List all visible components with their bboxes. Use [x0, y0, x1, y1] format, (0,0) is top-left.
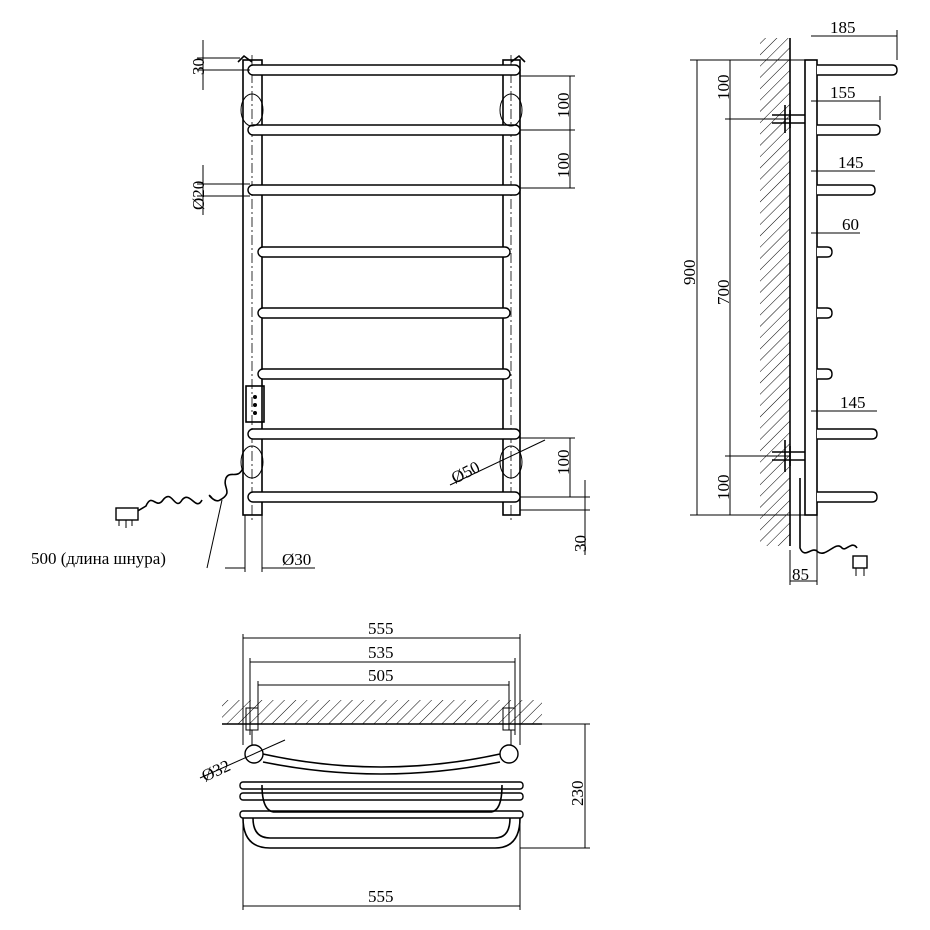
front-rungs: [247, 64, 521, 503]
power-cord: [135, 467, 244, 513]
wall-flange: [499, 445, 523, 479]
dim-width-bottom: 555: [368, 887, 394, 906]
left-post: [242, 59, 263, 516]
front-view: 30 100 100 Ø20 Ø50 100 30 Ø30 500 (длина…: [31, 40, 590, 572]
front-rung: [257, 246, 511, 258]
wall-flange: [499, 93, 523, 127]
wall-flange: [240, 445, 264, 479]
heater-control-box: [245, 385, 265, 423]
power-plug-icon: [852, 555, 868, 569]
mount-post: [499, 744, 519, 764]
side-rung: [817, 368, 833, 380]
dim-depth-top: 185: [830, 18, 856, 37]
wall-mount: [772, 105, 805, 133]
dim-mount-diameter: Ø32: [199, 756, 234, 786]
side-post: [804, 59, 818, 516]
dim-rung-diameter: Ø20: [189, 181, 208, 210]
dim-width-mount: 505: [368, 666, 394, 685]
dim-depth-2: 155: [830, 83, 856, 102]
side-rung: [817, 428, 878, 440]
dim-mount-spacing: 700: [714, 280, 733, 306]
dim-width-mid: 535: [368, 643, 394, 662]
front-rung: [247, 124, 521, 136]
dim-wall-offset: 85: [792, 565, 809, 584]
dim-depth: 230: [568, 781, 587, 807]
side-rung: [817, 184, 876, 196]
dim-top-offset: 30: [189, 58, 208, 75]
dim-post-diameter: Ø30: [282, 550, 311, 569]
wall-mount: [772, 440, 805, 472]
power-cord: [799, 478, 858, 555]
side-rung: [817, 124, 881, 136]
front-rung: [257, 368, 511, 380]
power-plug-icon: [115, 507, 139, 521]
dim-height-total: 900: [680, 260, 699, 286]
dim-bottom-offset: 30: [571, 535, 590, 552]
dim-depth-lower: 145: [840, 393, 866, 412]
side-rungs: [817, 64, 898, 503]
front-rung: [247, 64, 521, 76]
dim-depth-mid: 60: [842, 215, 859, 234]
front-rung: [247, 491, 521, 503]
front-rung: [247, 428, 521, 440]
side-view: 185 155 145 60 145 900 100 700 100 85: [680, 18, 898, 585]
dim-top-mount: 100: [714, 75, 733, 101]
front-rung: [257, 307, 511, 319]
dim-rung-spacing-2: 100: [554, 153, 573, 179]
wall-hatch: [222, 700, 542, 724]
top-view: 555 535 505 Ø32 230 555: [199, 619, 590, 910]
side-rung: [817, 246, 833, 258]
dim-bottom-spacing: 100: [554, 450, 573, 476]
dim-width-outer: 555: [368, 619, 394, 638]
side-rung: [817, 64, 898, 76]
side-rung: [817, 307, 833, 319]
right-post: [502, 59, 521, 516]
cord-length-label: 500 (длина шнура): [31, 549, 166, 568]
dim-rung-spacing-1: 100: [554, 93, 573, 119]
front-rung: [247, 184, 521, 196]
wall-flange: [240, 93, 264, 127]
dim-bottom-mount: 100: [714, 475, 733, 501]
side-rung: [817, 491, 878, 503]
dim-depth-3: 145: [838, 153, 864, 172]
